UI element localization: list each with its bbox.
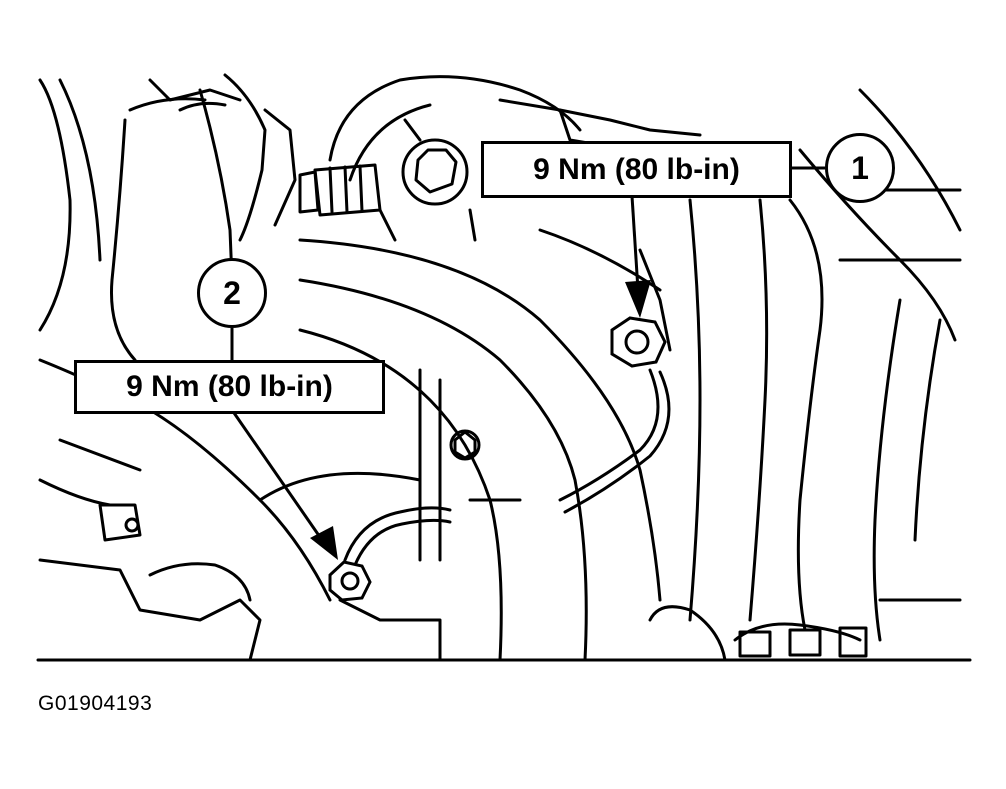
main-hose xyxy=(298,278,588,662)
lower-left-bracket xyxy=(38,558,262,662)
vertical-tube xyxy=(688,198,702,622)
torque-label-2: 9 Nm (80 lb-in) xyxy=(74,360,385,414)
figure-id: G01904193 xyxy=(38,692,153,715)
cap-bolt xyxy=(401,138,469,206)
callout-number-2: 2 xyxy=(197,258,267,328)
left-housing xyxy=(38,78,72,332)
ground-nut-2 xyxy=(328,560,372,602)
callout-number-1: 1 xyxy=(825,133,895,203)
torque-label-1: 9 Nm (80 lb-in) xyxy=(481,141,792,198)
ground-strap-1 xyxy=(558,368,660,502)
callout-1-arrow-line xyxy=(630,195,640,291)
ground-nut-1 xyxy=(610,316,667,368)
callout-2-arrow-line xyxy=(230,409,324,541)
ground-strap-2 xyxy=(343,506,452,562)
callout-2-arrowhead xyxy=(310,526,338,560)
reservoir-cap xyxy=(328,75,582,162)
callout-1-arrowhead xyxy=(625,280,651,318)
coolant-hose xyxy=(110,118,137,362)
